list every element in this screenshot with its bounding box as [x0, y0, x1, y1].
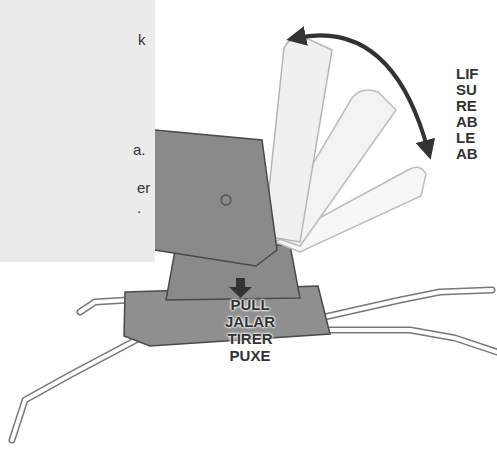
note-text: k	[138, 30, 146, 50]
note-text: er .	[137, 178, 150, 218]
instruction-label: PULL JALAR TIRER PUXE	[225, 296, 275, 364]
backrest-upright	[264, 37, 332, 242]
instruction-label: LIF SU RE AB LE AB	[456, 66, 479, 162]
recline-arrow	[296, 35, 428, 150]
pull-arrow	[229, 278, 252, 298]
recline-knob	[221, 195, 231, 205]
strap	[12, 290, 497, 440]
note-panel: k a. er .	[0, 0, 155, 262]
note-text: a.	[133, 140, 146, 160]
